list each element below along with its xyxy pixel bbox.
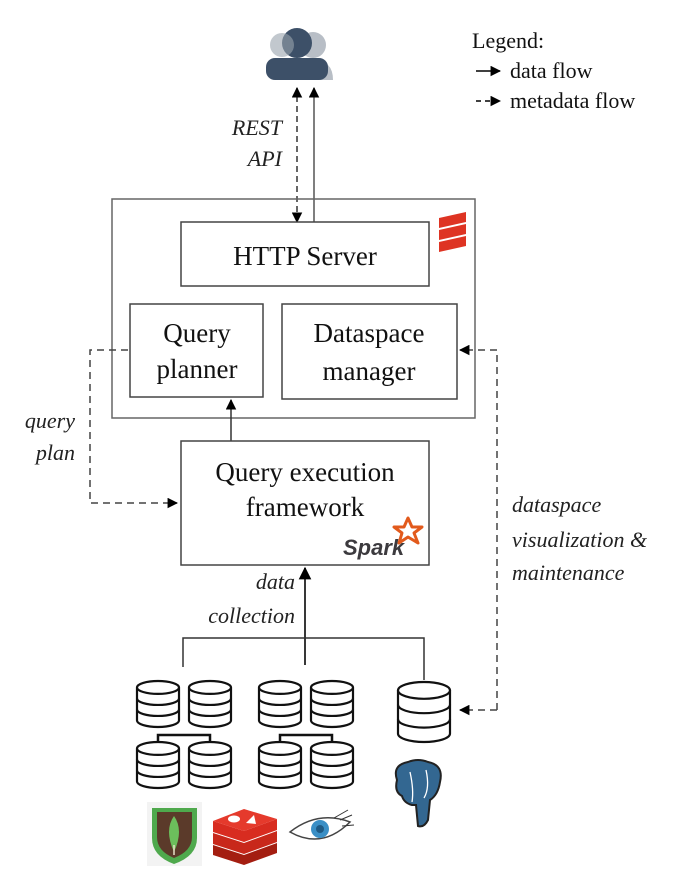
- database-icon: [135, 679, 181, 729]
- rest-label: REST: [231, 115, 284, 140]
- data-collection-bus: [182, 637, 425, 680]
- collection-label: collection: [208, 603, 295, 628]
- query-planner-box: Query planner: [129, 303, 264, 398]
- database-icon: [309, 679, 355, 729]
- data-label: data: [256, 569, 295, 594]
- cluster1-link: [156, 733, 212, 741]
- legend-item-metadata-flow: metadata flow: [510, 88, 635, 113]
- database-icon: [257, 740, 303, 790]
- dataspace-label-line3: maintenance: [512, 560, 625, 585]
- database-icons: [135, 679, 452, 790]
- service-container: [111, 198, 476, 419]
- cassandra-logo: [288, 809, 355, 840]
- database-icon: [309, 740, 355, 790]
- postgresql-logo: [394, 759, 442, 828]
- legend-item-data-flow: data flow: [510, 58, 593, 83]
- dataspace-manager-line1: Dataspace: [314, 318, 425, 348]
- http-server-box: HTTP Server: [180, 221, 430, 287]
- query-planner-line2: planner: [157, 354, 238, 384]
- query-execution-box: Query execution framework: [180, 440, 430, 566]
- redis-logo: [213, 806, 277, 865]
- spark-logo: Spark: [343, 516, 424, 560]
- query-label: query: [25, 408, 75, 433]
- database-icon: [257, 679, 303, 729]
- dataspace-manager-box: Dataspace manager: [281, 303, 458, 400]
- dataspace-label-line1: dataspace: [512, 492, 601, 517]
- http-server-label: HTTP Server: [233, 241, 377, 271]
- cluster2-link: [278, 733, 334, 741]
- spark-logo-text: Spark: [343, 535, 406, 560]
- legend-title: Legend:: [472, 28, 544, 53]
- api-label: API: [246, 146, 284, 171]
- mongodb-logo: [147, 802, 202, 866]
- database-icon: [135, 740, 181, 790]
- dataspace-label-line2: visualization &: [512, 527, 648, 552]
- query-execution-line2: framework: [246, 492, 365, 522]
- dataspace-manager-metadata-arrow: [458, 344, 498, 710]
- postgres-database-icon: [396, 680, 452, 744]
- query-planner-line1: Query: [163, 318, 231, 348]
- plan-label: plan: [34, 440, 75, 465]
- legend: Legend: data flow metadata flow: [472, 28, 635, 113]
- dataspace-manager-line2: manager: [323, 356, 416, 386]
- user-group-icon: [266, 28, 333, 80]
- database-icon: [187, 679, 233, 729]
- database-icon: [187, 740, 233, 790]
- scala-logo: [439, 212, 466, 252]
- query-execution-line1: Query execution: [215, 457, 395, 487]
- query-plan-arrow: [89, 349, 179, 509]
